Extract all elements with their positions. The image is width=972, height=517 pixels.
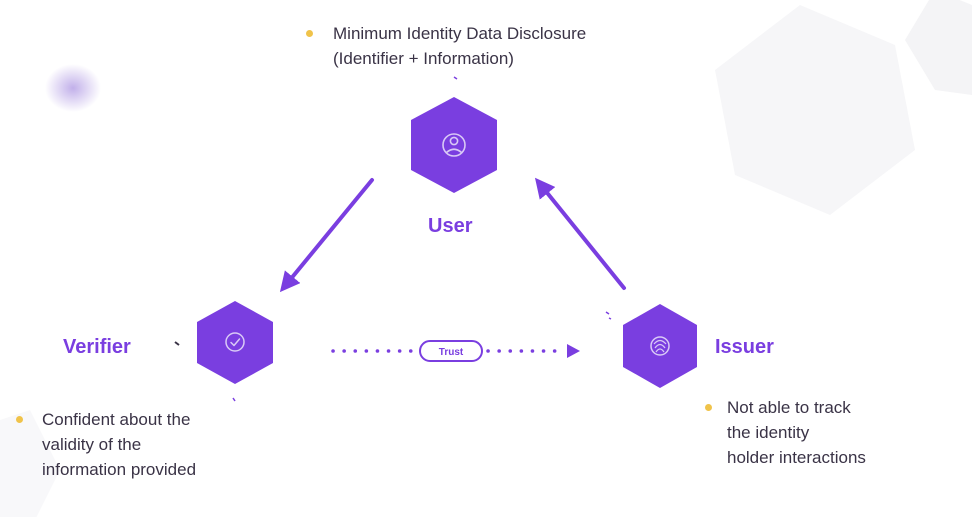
issuer-description-line-3: holder interactions (727, 448, 866, 467)
trust-label: Trust (439, 347, 464, 358)
stray-mark-b (174, 341, 180, 346)
user-description-line-1: Minimum Identity Data Disclosure (333, 24, 587, 43)
background-hexagon-bottom-left (0, 410, 60, 517)
background-hexagon-large (715, 5, 915, 215)
user-icon (442, 133, 466, 157)
issuer-description-line-1: Not able to track (727, 398, 851, 417)
verifier-description-line-3: information provided (42, 460, 197, 479)
stray-mark-d (605, 311, 612, 320)
fingerprint-icon (650, 336, 670, 356)
check-circle-icon (225, 332, 245, 352)
arrow-user-to-verifier (279, 178, 374, 293)
user-description-line-2: (Identifier + Information) (333, 49, 514, 68)
user-node (411, 97, 497, 193)
stray-mark-a (453, 76, 458, 80)
background-hexagon-corner (905, 0, 972, 95)
verifier-hexagon (197, 301, 273, 384)
verifier-description-line-2: validity of the (42, 435, 142, 454)
trust-pill (419, 340, 483, 362)
user-label: User (428, 215, 473, 237)
verifier-description: Confident about the validity of the info… (42, 407, 196, 482)
arrow-issuer-to-user (534, 177, 626, 290)
issuer-label: Issuer (715, 336, 774, 358)
issuer-hexagon (623, 304, 697, 388)
stray-mark-c (232, 397, 236, 402)
trust-arrowhead (567, 344, 580, 358)
verifier-description-line-1: Confident about the (42, 410, 191, 429)
issuer-description: Not able to track the identity holder in… (727, 395, 866, 470)
issuer-bullet-dot (705, 404, 712, 411)
user-description: Minimum Identity Data Disclosure (Identi… (333, 21, 586, 71)
blurred-purple-blob (45, 64, 101, 112)
verifier-label: Verifier (63, 336, 131, 358)
user-bullet-dot (306, 30, 313, 37)
verifier-node (197, 301, 273, 384)
issuer-description-line-2: the identity (727, 423, 810, 442)
issuer-node (623, 304, 697, 388)
verifier-bullet-dot (16, 416, 23, 423)
